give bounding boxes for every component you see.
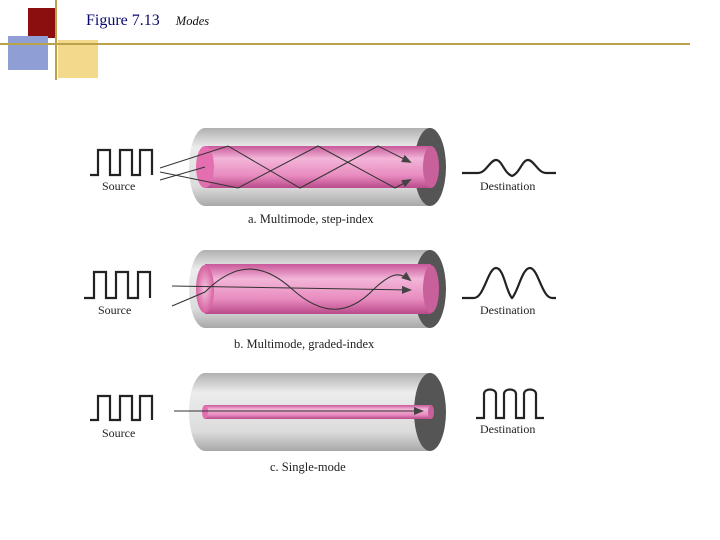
fiber-c bbox=[189, 373, 446, 451]
destination-pulses-b bbox=[462, 266, 556, 300]
source-label-c: Source bbox=[102, 426, 135, 440]
panel-graded-index: Source Destination b. Multimode, graded-… bbox=[84, 250, 556, 351]
destination-pulses-a bbox=[462, 158, 556, 178]
ray-path-a3 bbox=[159, 166, 206, 181]
panel-step-index: Source Destination a. Multimode, step-in… bbox=[90, 128, 556, 226]
panel-single-mode: Source Destination c. Single-mode bbox=[90, 373, 544, 474]
corner-square-dark bbox=[28, 8, 56, 38]
source-label-b: Source bbox=[98, 303, 131, 317]
source-pulses-b bbox=[84, 270, 152, 300]
caption-c: c. Single-mode bbox=[270, 460, 346, 474]
ray-path-b2 bbox=[171, 285, 412, 294]
caption-a: a. Multimode, step-index bbox=[248, 212, 374, 226]
figure-number: Figure 7.13 bbox=[86, 12, 160, 29]
source-label-a: Source bbox=[102, 179, 135, 193]
destination-label-a: Destination bbox=[480, 179, 535, 193]
caption-b: b. Multimode, graded-index bbox=[234, 337, 375, 351]
fiber-a bbox=[189, 128, 446, 206]
ray-path-b1 bbox=[171, 268, 412, 310]
ray-path-a1 bbox=[159, 145, 412, 189]
figure-caption: Modes bbox=[175, 14, 210, 28]
horizontal-rule bbox=[0, 43, 690, 45]
page-title: Figure 7.13 Modes bbox=[86, 12, 209, 30]
vertical-rule bbox=[55, 0, 57, 80]
destination-label-c: Destination bbox=[480, 422, 535, 436]
destination-label-b: Destination bbox=[480, 303, 535, 317]
corner-square-blue bbox=[8, 36, 48, 70]
ray-path-a2 bbox=[159, 145, 412, 189]
destination-pulses-c bbox=[476, 388, 544, 420]
source-pulses-c bbox=[90, 394, 154, 422]
fiber-b bbox=[189, 250, 446, 328]
source-pulses-a bbox=[90, 148, 154, 177]
corner-square-yellow bbox=[58, 40, 98, 78]
